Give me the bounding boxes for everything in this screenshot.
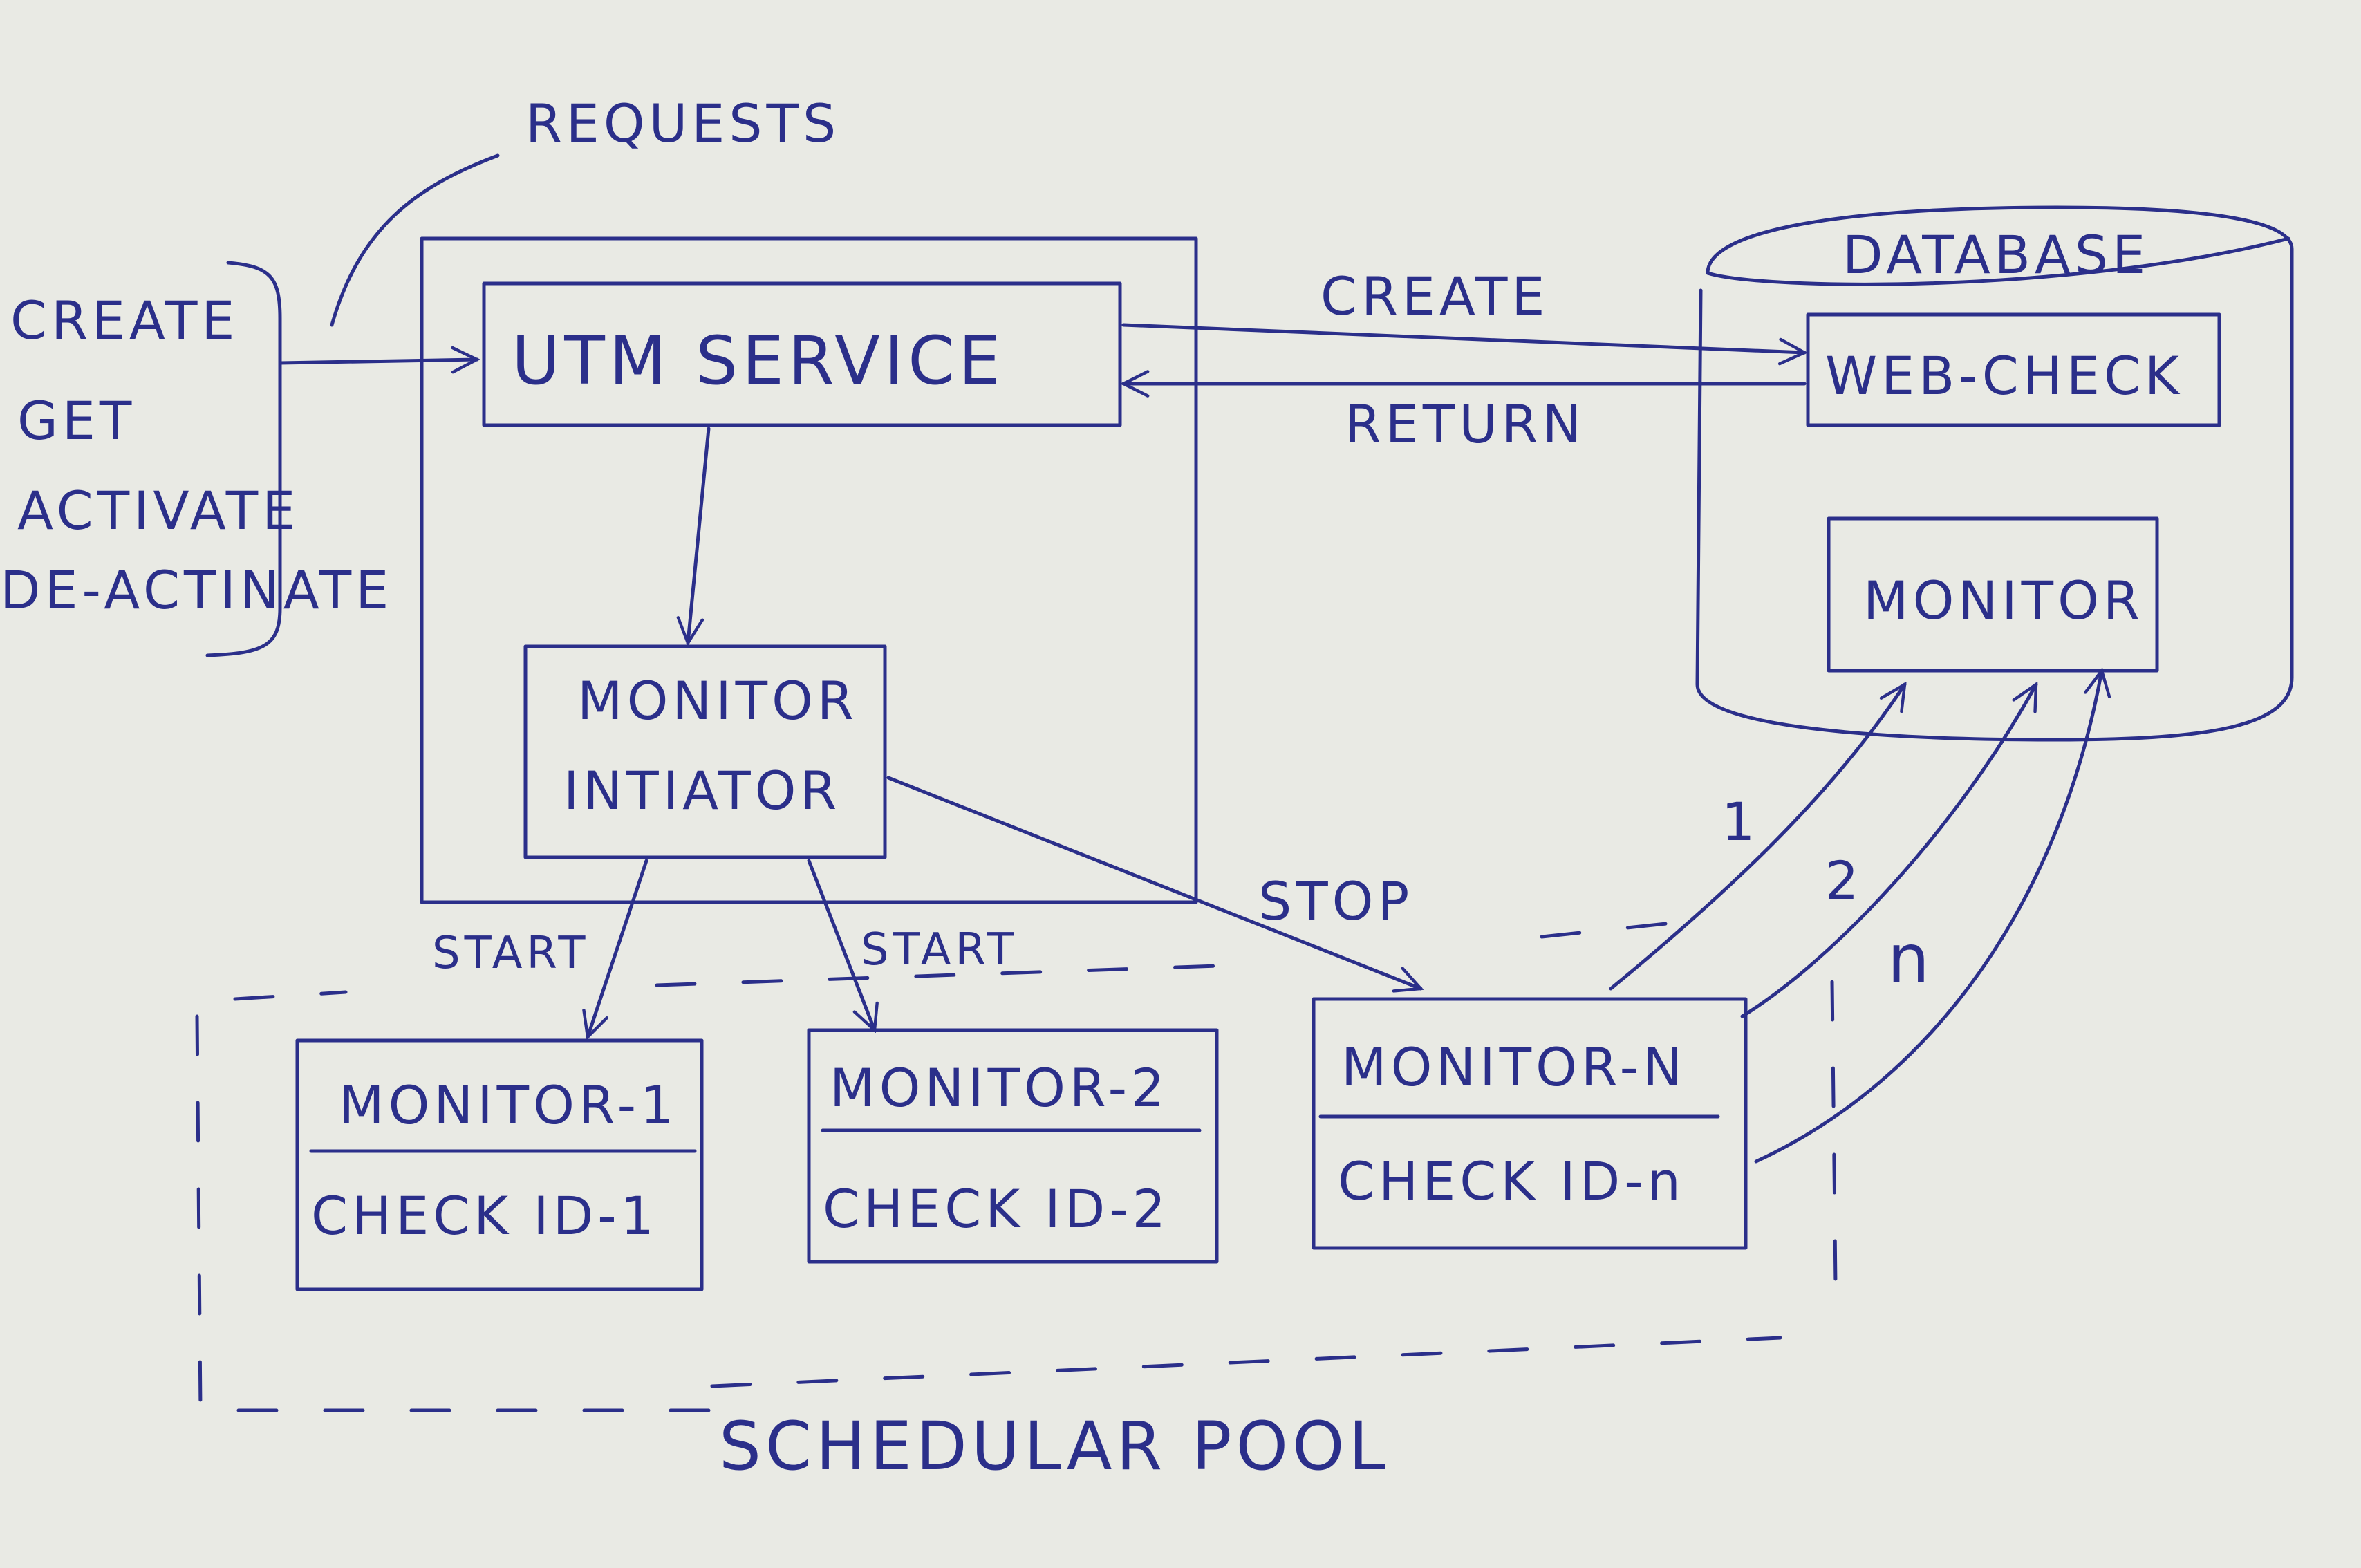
- database-cylinder-top: [1706, 236, 2290, 286]
- pool-boundary-top-left: [233, 990, 348, 1001]
- monitor-initiator-box: [523, 644, 887, 859]
- start-1-label: START: [432, 928, 589, 979]
- stop-arrow: [886, 776, 1421, 989]
- pool-boundary-top-right: [1540, 921, 1675, 939]
- monitor-1-name: MONITOR-1: [339, 1074, 678, 1136]
- start-1-arrow: [588, 859, 648, 1037]
- db-monitor-label: MONITOR: [1863, 570, 2144, 631]
- request-bracket: [205, 261, 282, 657]
- monitor-1-to-db-arrow: [1609, 684, 1905, 991]
- pool-boundary-bottom: [710, 1336, 1782, 1388]
- stop-label: STOP: [1258, 870, 1413, 932]
- start-2-arrow: [807, 859, 875, 1030]
- monitor-initiator-label-2: INTIATOR: [563, 760, 841, 821]
- monitor-2-check: CHECK ID-2: [823, 1178, 1170, 1240]
- monitor-1-box: [295, 1038, 704, 1291]
- utm-to-initiator-arrow: [688, 427, 711, 643]
- monitor-1-check: CHECK ID-1: [311, 1185, 658, 1247]
- monitor-initiator-label-1: MONITOR: [577, 670, 858, 731]
- return-edge-label: RETURN: [1345, 393, 1586, 455]
- request-type-create: CREATE: [10, 290, 239, 351]
- web-check-label: WEB-CHECK: [1825, 345, 2183, 407]
- monitor-2-name: MONITOR-2: [830, 1057, 1168, 1119]
- create-edge-label: CREATE: [1321, 265, 1549, 327]
- monitor-2-to-db-arrow: [1740, 684, 2038, 1018]
- utm-service-container: [420, 236, 1198, 904]
- database-title: DATABASE: [1842, 224, 2149, 286]
- conn-label-2: 2: [1825, 850, 1863, 911]
- requests-arrow: [278, 360, 477, 363]
- utm-service-box: [482, 281, 1122, 427]
- monitor-2-box: [807, 1028, 1219, 1264]
- conn-label-1: 1: [1721, 791, 1759, 852]
- db-monitor-box: [1827, 516, 2159, 673]
- request-type-get: GET: [17, 390, 136, 451]
- requests-label: REQUESTS: [525, 93, 840, 154]
- monitor-n-check: CHECK ID-n: [1338, 1150, 1685, 1212]
- monitor-n-to-db-arrow: [1754, 671, 2102, 1164]
- pool-boundary-top-mid: [655, 962, 1260, 987]
- requests-pointer: [330, 153, 500, 327]
- pool-boundary-right: [1830, 980, 1838, 1288]
- request-type-deactivate: DE-ACTINATE: [0, 559, 393, 621]
- start-2-label: START: [861, 924, 1018, 976]
- web-check-box: [1806, 312, 2221, 427]
- scheduler-pool-label: SCHEDULAR POOL: [719, 1408, 1390, 1485]
- utm-service-label: UTM SERVICE: [512, 322, 1005, 400]
- monitor-n-box: [1312, 997, 1748, 1250]
- conn-label-n: n: [1887, 920, 1934, 998]
- monitor-n-name: MONITOR-N: [1341, 1036, 1686, 1098]
- database-cylinder: [1695, 205, 2294, 742]
- request-type-activate: ACTIVATE: [17, 480, 299, 541]
- create-arrow: [1121, 323, 1804, 353]
